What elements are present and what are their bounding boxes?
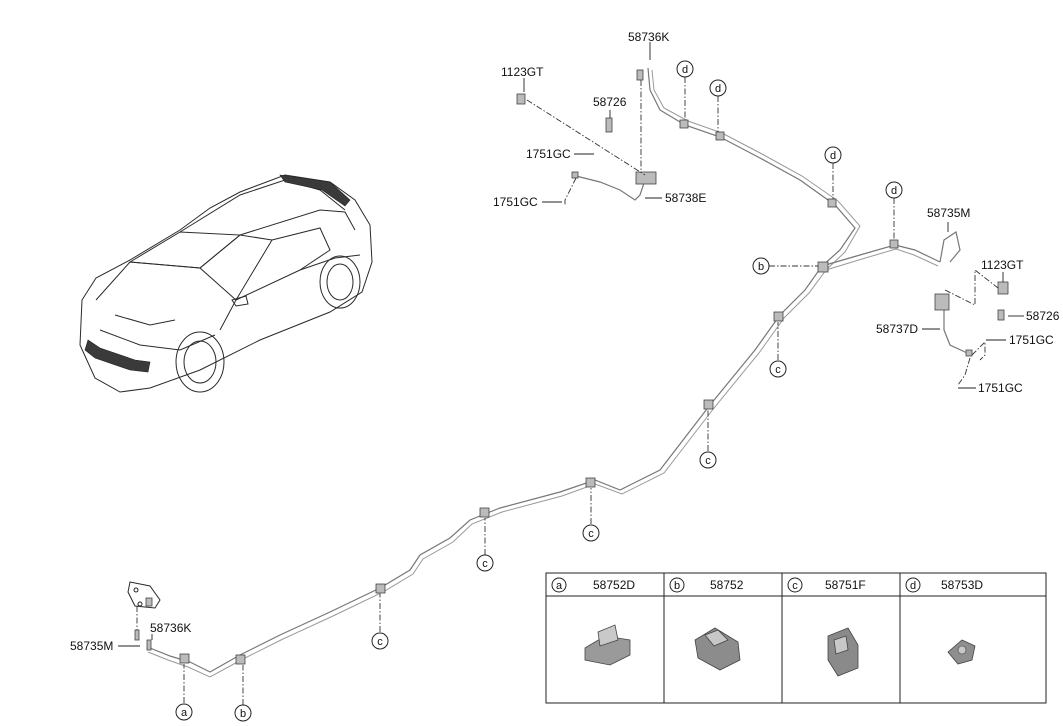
label-58737D: 58737D bbox=[876, 322, 918, 336]
label-1123GT-top: 1123GT bbox=[501, 65, 544, 79]
clip-legend-table: a 58752D b 58752 c 58751F d 58753D bbox=[545, 572, 1047, 704]
svg-text:d: d bbox=[715, 83, 721, 95]
legend-part-58751F: 58751F bbox=[825, 578, 866, 592]
svg-text:b: b bbox=[240, 708, 246, 720]
callout-c-2: c bbox=[699, 451, 717, 469]
front-hose-assembly bbox=[516, 69, 657, 201]
label-1123GT-right: 1123GT bbox=[981, 258, 1024, 272]
callout-d-3: d bbox=[824, 146, 842, 164]
label-58736K-top: 58736K bbox=[628, 30, 669, 44]
legend-part-58752: 58752 bbox=[710, 578, 744, 592]
svg-text:c: c bbox=[588, 528, 594, 540]
callout-c-3: c bbox=[582, 524, 600, 542]
svg-text:c: c bbox=[775, 364, 781, 376]
label-1751GC-d: 1751GC bbox=[978, 381, 1023, 395]
rear-hose-assembly bbox=[934, 281, 1009, 357]
callout-c-1: c bbox=[769, 360, 787, 378]
legend-cell-a: a 58752D bbox=[551, 577, 635, 666]
callout-c-4: c bbox=[476, 554, 494, 572]
callout-d-2: d bbox=[709, 79, 727, 97]
svg-text:d: d bbox=[891, 185, 897, 197]
leader-lines bbox=[118, 42, 1024, 647]
svg-text:a: a bbox=[181, 707, 188, 719]
pipe-clips bbox=[179, 119, 899, 665]
callout-d-1: d bbox=[676, 60, 694, 78]
legend-letter-d: d bbox=[910, 580, 916, 592]
label-1751GC-a: 1751GC bbox=[526, 147, 571, 161]
legend-cell-b: b 58752 bbox=[669, 577, 744, 671]
svg-text:c: c bbox=[705, 455, 711, 467]
legend-letter-a: a bbox=[556, 580, 563, 592]
legend-letter-c: c bbox=[792, 580, 798, 592]
legend-letter-b: b bbox=[674, 580, 680, 592]
svg-text:c: c bbox=[482, 558, 488, 570]
callout-a-1: a bbox=[175, 703, 193, 721]
label-58736K-left: 58736K bbox=[150, 621, 191, 635]
front-left-fitting bbox=[127, 581, 161, 651]
callout-d-4: d bbox=[885, 181, 903, 199]
legend-part-58753D: 58753D bbox=[941, 578, 983, 592]
label-58726-right: 58726 bbox=[1026, 309, 1060, 323]
svg-text:d: d bbox=[830, 150, 836, 162]
svg-text:b: b bbox=[758, 261, 764, 273]
label-58735M-right: 58735M bbox=[927, 206, 970, 220]
part-labels: 58736K 1123GT 58726 1751GC 1751GC 58738E… bbox=[70, 30, 1060, 653]
callout-pointers bbox=[183, 77, 895, 705]
clip-58752-icon bbox=[694, 627, 741, 671]
label-1751GC-b: 1751GC bbox=[493, 195, 538, 209]
svg-text:d: d bbox=[682, 64, 688, 76]
legend-cell-c: c 58751F bbox=[787, 577, 866, 677]
vehicle-illustration bbox=[79, 174, 373, 393]
label-58738E: 58738E bbox=[665, 191, 706, 205]
svg-text:c: c bbox=[377, 636, 383, 648]
label-58726-top: 58726 bbox=[593, 95, 627, 109]
callout-b-1: b bbox=[752, 257, 770, 275]
legend-cell-d: d 58753D bbox=[905, 577, 983, 665]
callout-b-2: b bbox=[234, 704, 252, 722]
label-58735M-left: 58735M bbox=[70, 639, 113, 653]
legend-part-58752D: 58752D bbox=[593, 578, 635, 592]
label-1751GC-c: 1751GC bbox=[1009, 333, 1054, 347]
callout-c-5: c bbox=[371, 632, 389, 650]
